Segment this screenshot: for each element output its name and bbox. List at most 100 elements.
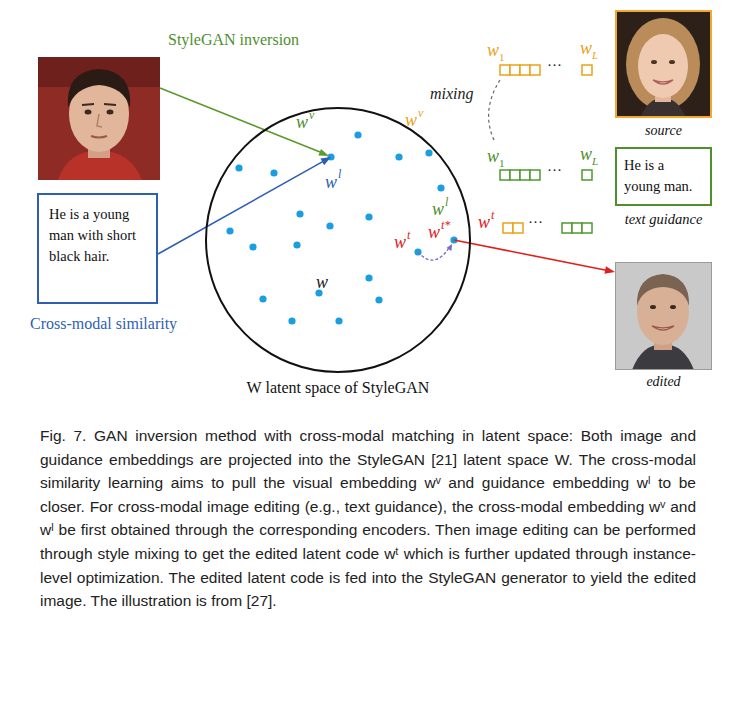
illustration-shape xyxy=(530,65,540,75)
annotation-label: l xyxy=(338,167,341,181)
annotation-label: v xyxy=(418,106,423,120)
brows xyxy=(82,104,116,105)
illustration-shape xyxy=(510,170,520,180)
edited-image: edited xyxy=(615,262,712,370)
illustration-shape xyxy=(395,153,402,160)
node-caption: edited xyxy=(646,374,680,391)
illustration-shape xyxy=(259,295,266,302)
connector-line xyxy=(158,161,323,254)
node-text: He is a young man. xyxy=(617,149,710,203)
eye xyxy=(670,305,676,309)
illustration-shape xyxy=(572,223,582,233)
nose xyxy=(97,114,102,127)
illustration-shape xyxy=(249,243,256,250)
photo-ground xyxy=(615,10,712,118)
smile xyxy=(653,80,673,84)
annotation-label: w xyxy=(478,212,490,234)
text-guidance-box: He is a young man.text guidance xyxy=(615,147,712,206)
arrow-head xyxy=(318,149,329,156)
illustration-shape xyxy=(365,213,372,220)
figure-caption: Fig. 7. GAN inversion method with cross-… xyxy=(40,424,696,613)
hair xyxy=(626,18,700,110)
annotation-label: 1 xyxy=(499,51,505,64)
style-codes-mixed xyxy=(503,223,592,233)
source-face-photo xyxy=(615,10,712,118)
annotation-label: t* xyxy=(441,218,450,232)
illustration-shape xyxy=(235,164,242,171)
annotation-label: w xyxy=(325,172,337,194)
illustration-shape xyxy=(562,223,572,233)
eye xyxy=(650,305,656,309)
guidance-text-box: He is a young man with short black hair. xyxy=(37,193,158,304)
arrow-head xyxy=(604,266,615,273)
connector-line xyxy=(454,240,606,270)
annotation-label: w xyxy=(432,199,444,221)
annotation-label: w xyxy=(580,144,592,166)
annotation-label: w xyxy=(316,272,328,294)
arrow-head xyxy=(320,157,331,165)
illustration-shape xyxy=(520,65,530,75)
illustration-shape xyxy=(270,169,277,176)
eye xyxy=(651,60,657,64)
annotation-label: w xyxy=(487,146,499,168)
illustration-shape xyxy=(510,65,520,75)
annotation-label: L xyxy=(592,49,598,62)
annotation-label: w xyxy=(428,222,440,244)
eye xyxy=(669,60,675,64)
dashed-curve xyxy=(418,248,449,260)
annotation-label: ··· xyxy=(547,161,562,179)
illustration-shape xyxy=(335,317,342,324)
photo-ground xyxy=(615,262,712,370)
connector xyxy=(158,157,331,254)
illustration-shape xyxy=(365,274,372,281)
illustration-shape xyxy=(288,317,295,324)
annotation-label: ··· xyxy=(547,56,562,74)
illustration-shape xyxy=(500,170,510,180)
arrow-line xyxy=(160,88,320,152)
illustration-shape xyxy=(437,184,444,191)
annotation-label: w xyxy=(405,110,417,132)
illustration-shape xyxy=(326,222,333,229)
illustration-shape xyxy=(582,170,592,180)
annotation-label: v xyxy=(309,108,314,122)
illustration-shape xyxy=(296,210,303,217)
annotation-label: w xyxy=(580,38,592,60)
node-caption: text guidance xyxy=(625,211,703,228)
illustration-shape xyxy=(530,170,540,180)
annotation-label: t xyxy=(407,228,410,242)
illustration-shape xyxy=(375,296,382,303)
annotation-label: w xyxy=(394,232,406,254)
annotation-label: w xyxy=(296,112,308,134)
mouth xyxy=(91,136,107,138)
style-codes-text xyxy=(500,170,592,180)
annotation-label: t xyxy=(491,208,494,222)
eye xyxy=(85,110,92,115)
source-image: source xyxy=(615,10,712,118)
inversion-arrow xyxy=(160,88,329,156)
annotation-label: mixing xyxy=(430,84,474,103)
smile xyxy=(652,326,674,330)
illustration-shape xyxy=(226,227,233,234)
connector xyxy=(454,240,615,274)
hair xyxy=(637,274,689,306)
illustration-shape xyxy=(520,170,530,180)
node-caption: W latent space of StyleGAN xyxy=(247,378,430,397)
illustration-shape xyxy=(500,65,510,75)
illustration-shape xyxy=(582,223,592,233)
annotation-label: 1 xyxy=(499,157,505,170)
node-caption: source xyxy=(645,123,682,140)
photo-ground xyxy=(38,57,160,180)
illustration-shape xyxy=(293,241,300,248)
annotation-label: StyleGAN inversion xyxy=(168,30,299,49)
node-text: He is a young man with short black hair. xyxy=(39,195,156,276)
latent-dots xyxy=(226,131,457,324)
edited-face-photo xyxy=(615,262,712,370)
illustration-shape xyxy=(354,131,361,138)
mixing-curve xyxy=(489,80,500,142)
illustration-shape xyxy=(425,149,432,156)
illustration-shape xyxy=(513,223,523,233)
input-face-photo xyxy=(38,57,160,180)
illustration-shape xyxy=(503,223,513,233)
annotation-label: l xyxy=(445,195,448,209)
